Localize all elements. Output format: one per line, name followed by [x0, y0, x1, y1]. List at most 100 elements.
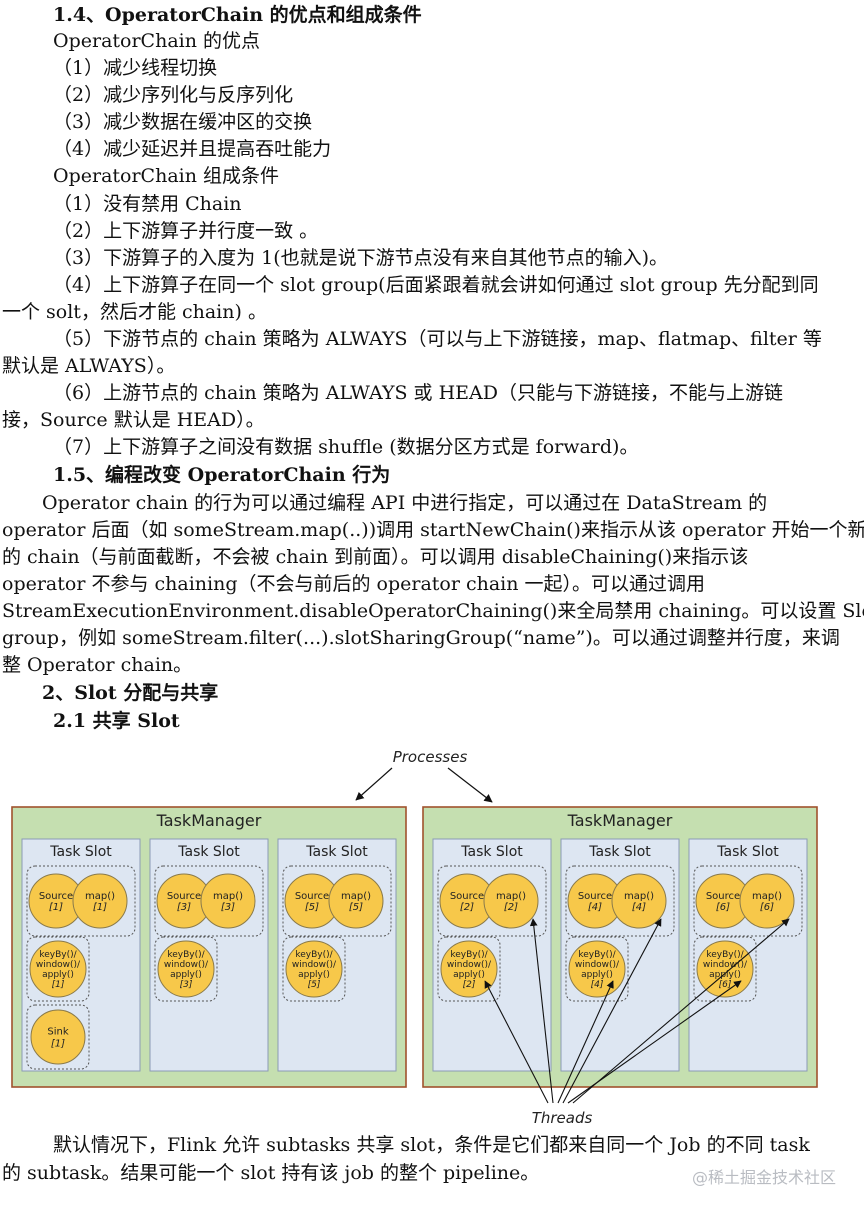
section-heading-1-4: 1.4、OperatorChain 的优点和组成条件	[53, 4, 422, 26]
keyby-label: [4]	[591, 980, 604, 990]
map-operator	[611, 873, 667, 929]
source-label: [1]	[49, 902, 63, 913]
source-label: Source	[706, 891, 740, 902]
watermark: @稀土掘金技术社区	[691, 1168, 836, 1187]
keyby-group-box	[437, 936, 501, 1002]
keyby-group-box	[154, 936, 218, 1002]
source-label: [6]	[716, 902, 730, 913]
map-operator	[328, 873, 384, 929]
condition-item: （6）上游节点的 chain 策略为 ALWAYS 或 HEAD（只能与下游链接…	[53, 382, 783, 404]
advantage-item: （3）减少数据在缓冲区的交换	[53, 111, 313, 133]
processes-label: Processes	[393, 748, 468, 766]
map-label: map()	[496, 891, 526, 902]
section-heading-2: 2、Slot 分配与共享	[42, 682, 219, 704]
map-operator	[739, 873, 795, 929]
keyby-label: apply()	[453, 970, 485, 980]
map-label: map()	[624, 891, 654, 902]
section-heading-2-1: 2.1 共享 Slot	[53, 710, 180, 732]
advantage-item: （1）减少线程切换	[53, 57, 218, 79]
map-label: [2]	[504, 902, 518, 913]
keyby-label: window()/	[292, 960, 337, 970]
advantage-item: （4）减少延迟并且提高吞吐能力	[53, 138, 332, 160]
task-slot-title: Task Slot	[177, 844, 240, 860]
keyby-label: [5]	[308, 980, 321, 990]
map-operator	[200, 873, 256, 929]
keyby-label: window()/	[164, 960, 209, 970]
source-label: Source	[450, 891, 484, 902]
keyby-label: [6]	[719, 980, 732, 990]
threads-label: Threads	[532, 1109, 593, 1127]
task-slot: Task SlotSource[1]map()[1]keyBy()/window…	[21, 838, 141, 1072]
paragraph-line: 整 Operator chain。	[2, 654, 193, 676]
condition-item: （1）没有禁用 Chain	[53, 193, 242, 215]
keyby-label: [1]	[52, 980, 65, 990]
source-label: [4]	[588, 902, 602, 913]
conditions-title: OperatorChain 组成条件	[53, 165, 280, 187]
task-slot-title: Task Slot	[460, 844, 523, 860]
condition-item: （2）上下游算子并行度一致 。	[53, 220, 319, 242]
keyby-group-box	[565, 936, 629, 1002]
keyby-label: keyBy()/	[295, 950, 333, 960]
keyby-operator	[285, 940, 343, 998]
threads-arrow	[557, 980, 614, 1104]
processes-arrow-right	[447, 767, 493, 803]
sink-group-box	[26, 1004, 90, 1070]
task-slot-title: Task Slot	[588, 844, 651, 860]
keyby-label: keyBy()/	[578, 950, 616, 960]
section-heading-1-5: 1.5、编程改变 OperatorChain 行为	[53, 464, 391, 486]
task-slot: Task SlotSource[3]map()[3]keyBy()/window…	[149, 838, 269, 1072]
keyby-label: apply()	[42, 970, 74, 980]
condition-item-cont: 默认是 ALWAYS）。	[2, 355, 176, 377]
keyby-label: window()/	[575, 960, 620, 970]
advantage-item: （2）减少序列化与反序列化	[53, 84, 294, 106]
map-label: [1]	[93, 902, 107, 913]
keyby-group-box	[282, 936, 346, 1002]
map-operator	[483, 873, 539, 929]
source-label: [3]	[177, 902, 191, 913]
paragraph-line: StreamExecutionEnvironment.disableOperat…	[2, 600, 864, 622]
keyby-label: window()/	[36, 960, 81, 970]
keyby-label: window()/	[447, 960, 492, 970]
map-label: map()	[213, 891, 243, 902]
keyby-label: apply()	[170, 970, 202, 980]
sink-label: [1]	[51, 1039, 65, 1050]
map-label: [6]	[760, 902, 774, 913]
condition-item: （4）上下游算子在同一个 slot group(后面紧跟着就会讲如何通过 slo…	[53, 274, 819, 296]
keyby-label: keyBy()/	[706, 950, 744, 960]
threads-arrow	[529, 918, 554, 1104]
task-slot: Task SlotSource[2]map()[2]keyBy()/window…	[432, 838, 552, 1072]
source-label: Source	[578, 891, 612, 902]
map-label: map()	[85, 891, 115, 902]
condition-item-cont: 接，Source 默认是 HEAD）。	[2, 409, 265, 431]
keyby-label: window()/	[703, 960, 748, 970]
sink-label: Sink	[47, 1027, 68, 1038]
keyby-group-box	[693, 936, 757, 1002]
task-manager-title: TaskManager	[156, 811, 262, 830]
task-slot-title: Task Slot	[716, 844, 779, 860]
threads-arrow	[484, 980, 549, 1104]
source-label: [5]	[305, 902, 319, 913]
condition-item: （5）下游节点的 chain 策略为 ALWAYS（可以与上下游链接，map、f…	[53, 328, 822, 350]
paragraph-line: operator 后面（如 someStream.map(..))调用 star…	[2, 519, 864, 541]
keyby-label: keyBy()/	[450, 950, 488, 960]
source-label: Source	[167, 891, 201, 902]
chain-group-box	[26, 865, 136, 937]
task-slot-title: Task Slot	[305, 844, 368, 860]
threads-arrow	[572, 918, 790, 1104]
map-operator	[72, 873, 128, 929]
source-label: [2]	[460, 902, 474, 913]
keyby-label: keyBy()/	[167, 950, 205, 960]
map-label: map()	[752, 891, 782, 902]
keyby-label: [3]	[180, 980, 193, 990]
task-slot-title: Task Slot	[49, 844, 112, 860]
chain-group-box	[693, 865, 803, 937]
keyby-operator	[157, 940, 215, 998]
task-slot: Task SlotSource[6]map()[6]keyBy()/window…	[688, 838, 808, 1072]
condition-item: （3）下游算子的入度为 1(也就是说下游节点没有来自其他节点的输入)。	[53, 247, 669, 269]
keyby-operator	[440, 940, 498, 998]
keyby-operator	[29, 940, 87, 998]
threads-arrow	[562, 918, 662, 1104]
chain-group-box	[565, 865, 675, 937]
keyby-label: apply()	[709, 970, 741, 980]
